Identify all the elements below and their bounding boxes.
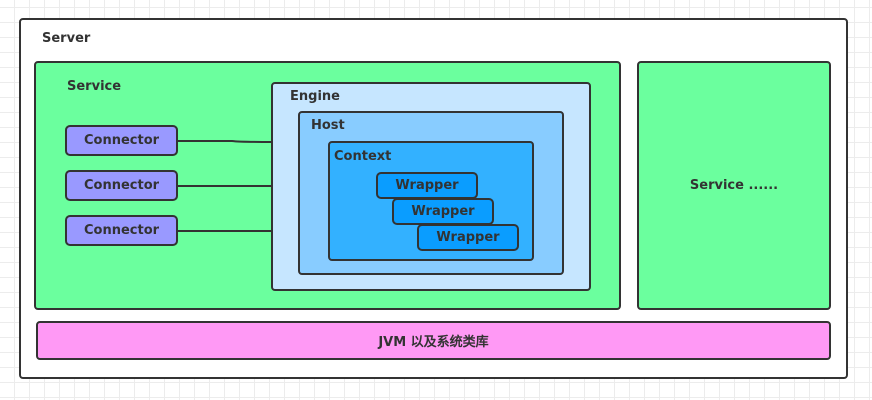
server-label: Server: [42, 31, 91, 46]
context-label: Context: [334, 149, 392, 164]
service-other-label: Service ......: [689, 178, 779, 193]
jvm-library-bar[interactable]: JVM 以及系统类库: [36, 321, 831, 360]
connector-box[interactable]: Connector: [65, 170, 178, 201]
connector-label: Connector: [83, 178, 160, 193]
wrapper-label: Wrapper: [411, 204, 475, 219]
wrapper-box[interactable]: Wrapper: [417, 224, 519, 251]
connector-box[interactable]: Connector: [65, 125, 178, 156]
service-other-container[interactable]: Service ......: [637, 61, 831, 310]
host-label: Host: [311, 118, 345, 133]
connector-label: Connector: [83, 133, 160, 148]
service-label: Service: [67, 79, 122, 94]
engine-label: Engine: [290, 89, 340, 104]
jvm-label: JVM 以及系统类库: [378, 335, 489, 350]
wrapper-box[interactable]: Wrapper: [376, 172, 478, 199]
wrapper-label: Wrapper: [436, 230, 500, 245]
wrapper-box[interactable]: Wrapper: [392, 198, 494, 225]
connector-box[interactable]: Connector: [65, 215, 178, 246]
connector-label: Connector: [83, 223, 160, 238]
wrapper-label: Wrapper: [395, 178, 459, 193]
